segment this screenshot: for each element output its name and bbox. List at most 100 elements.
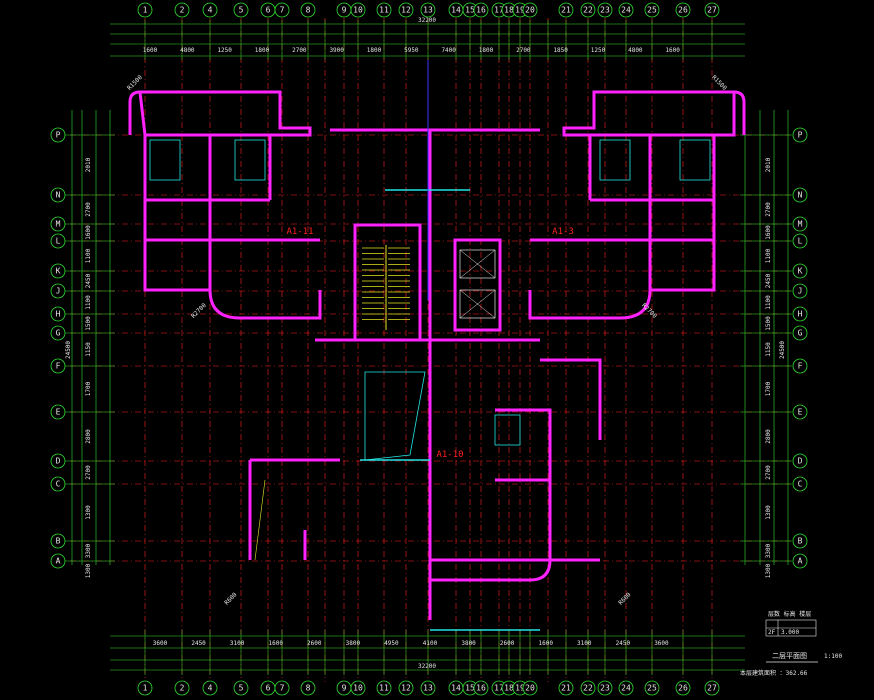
axis-bubble-top-label: 22 — [583, 6, 593, 15]
axis-bubble-bottom-label: 18 — [504, 684, 514, 693]
axis-bubble-left-label: F — [56, 362, 61, 371]
dim-text-top: 5950 — [404, 47, 419, 54]
axis-bubble-bottom — [137, 680, 153, 696]
axis-bubble-top-label: 21 — [561, 6, 571, 15]
dim-text-left: 2700 — [85, 202, 92, 217]
axis-bubble-bottom — [675, 680, 691, 696]
axis-bubble-right — [792, 216, 808, 232]
axis-bubble-bottom — [202, 680, 218, 696]
title-block: 层数 标高 楼层 2F 3.000 二层平面图 1:100 本层建筑面积 ：36… — [740, 610, 842, 677]
axis-bubble-bottom — [597, 680, 613, 696]
axis-bubble-right — [792, 233, 808, 249]
axis-bubble-bottom-label: 11 — [379, 684, 389, 693]
axis-bubble-bottom — [398, 680, 414, 696]
axis-bubble-left — [50, 306, 66, 322]
dim-text-right: 1100 — [765, 248, 772, 263]
dim-text-bottom: 2450 — [616, 640, 631, 647]
axis-bubble-left — [50, 404, 66, 420]
dim-text-left: 1700 — [85, 381, 92, 396]
axis-bubble-left — [50, 553, 66, 569]
axis-bubble-left — [50, 187, 66, 203]
axis-bubble-bottom-label: 20 — [525, 684, 535, 693]
dimension-lines — [65, 20, 792, 675]
dim-text-bottom: 3800 — [346, 640, 361, 647]
axis-bubble-top — [558, 2, 574, 18]
dim-text-right: 2700 — [765, 465, 772, 480]
axis-bubble-right — [792, 553, 808, 569]
bathroom-fixture — [494, 414, 521, 446]
wall-segment — [733, 90, 746, 135]
axis-bubble-top — [618, 2, 634, 18]
axis-bubble-top — [580, 2, 596, 18]
axis-bubble-top-label: 2 — [180, 6, 185, 15]
dim-text-top: 1600 — [143, 47, 158, 54]
dim-text-left: 1300 — [85, 563, 92, 578]
axis-bubble-right-label: K — [798, 267, 803, 276]
axis-bubble-left-label: A — [56, 557, 61, 566]
dim-text-top: 1600 — [665, 47, 680, 54]
wall-segment — [453, 238, 502, 332]
axis-bubble-right — [792, 533, 808, 549]
dim-text-right: 1300 — [765, 505, 772, 520]
axis-bubble-bottom-label: 26 — [678, 684, 688, 693]
dim-text-bottom: 2600 — [307, 640, 322, 647]
axis-bubble-bottom-label: 4 — [208, 684, 213, 693]
drawing-scale: 1:100 — [824, 653, 842, 660]
dim-text-bottom: 1600 — [268, 640, 283, 647]
axis-bubble-bottom-label: 17 — [494, 684, 504, 693]
bathroom-fixture — [234, 139, 266, 181]
dim-text-top: 1800 — [367, 47, 382, 54]
wall-layer — [128, 90, 746, 620]
unit-label-a1-10: A1-10 — [436, 450, 463, 460]
unit-label-a1-11: A1-11 — [286, 227, 313, 237]
title-table-header: 层数 标高 楼层 — [768, 610, 811, 618]
leader-line — [254, 479, 266, 561]
axis-bubble-bottom-label: 7 — [280, 684, 285, 693]
dim-text-bottom: 1600 — [538, 640, 553, 647]
wall-segment — [128, 90, 141, 135]
axis-bubble-bottom — [174, 680, 190, 696]
axis-bubble-bottom-label: 27 — [707, 684, 717, 693]
axis-bubble-top-label: 14 — [451, 6, 461, 15]
axis-bubble-right-label: F — [798, 362, 803, 371]
axis-bubble-right — [792, 325, 808, 341]
axis-bubble-bottom-label: 23 — [600, 684, 610, 693]
dim-text-top: 4800 — [180, 47, 195, 54]
atrium-outline — [364, 371, 426, 461]
dim-text-left: 1100 — [85, 248, 92, 263]
axis-bubble-top — [300, 2, 316, 18]
axis-bubble-right-label: A — [798, 557, 803, 566]
dim-text-bottom: 2450 — [191, 640, 206, 647]
axis-bubble-bottom-label: 1 — [143, 684, 148, 693]
axis-bubble-right-label: N — [798, 191, 803, 200]
dim-text-right: 3300 — [765, 543, 772, 558]
axis-bubble-top — [522, 2, 538, 18]
axis-bubble-top-label: 27 — [707, 6, 717, 15]
dim-text-top: 1250 — [591, 47, 606, 54]
axis-bubble-left — [50, 453, 66, 469]
axis-bubble-left-label: P — [56, 131, 61, 140]
axis-bubble-right-label: M — [798, 220, 803, 229]
axis-bubble-right-label: G — [798, 329, 803, 338]
wall-segment — [528, 135, 716, 320]
axis-bubble-right — [792, 187, 808, 203]
axis-bubble-right — [792, 263, 808, 279]
wall-segment — [430, 558, 552, 582]
dim-text-bottom: 3100 — [230, 640, 245, 647]
axis-bubble-bottom-label: 19 — [515, 684, 525, 693]
dim-text-bottom-overall: 32200 — [418, 663, 436, 670]
axis-bubble-top-label: 11 — [379, 6, 389, 15]
axis-bubble-left-label: C — [56, 480, 61, 489]
axis-bubble-top — [398, 2, 414, 18]
title-table-elevation: 3.000 — [781, 629, 799, 636]
axis-bubble-bottom-label: 6 — [266, 684, 271, 693]
axis-bubble-top-label: 15 — [465, 6, 475, 15]
dim-text-left: 1150 — [85, 342, 92, 357]
dim-text-left: 2450 — [85, 273, 92, 288]
dim-text-right-overall: 24500 — [779, 341, 786, 359]
drawing-title: 二层平面图 — [772, 652, 807, 660]
axis-bubble-top-label: 19 — [515, 6, 525, 15]
axis-bubble-left-label: J — [56, 287, 61, 296]
